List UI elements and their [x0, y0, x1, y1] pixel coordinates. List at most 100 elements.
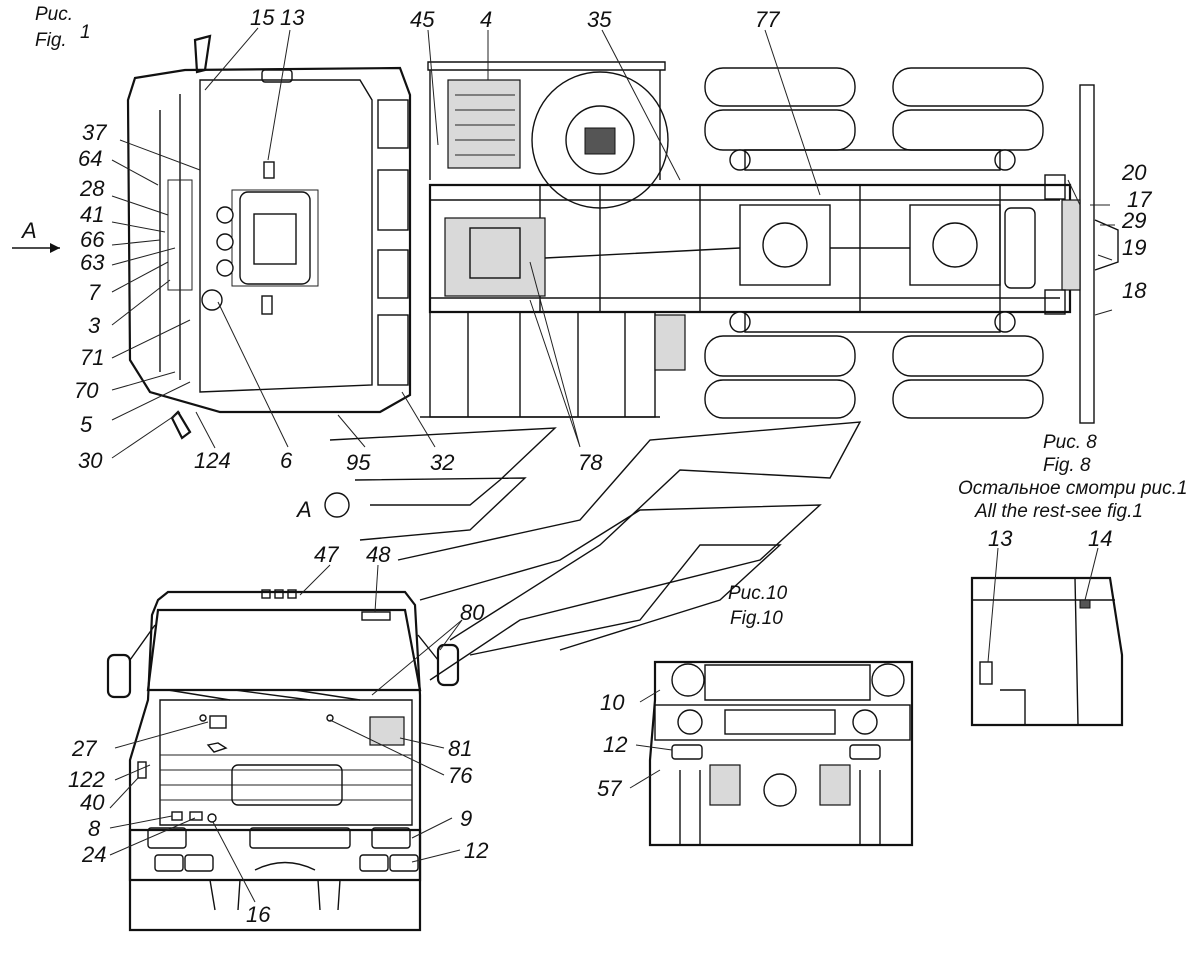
callout-9: 9: [460, 806, 472, 831]
fig8-cab-side: [970, 576, 1124, 727]
callout-71: 71: [80, 345, 104, 370]
leaders-front: [109, 564, 463, 903]
roof-lamp: [216, 206, 234, 224]
tow-hitch: [1094, 219, 1119, 271]
fig10-en: Fig.10: [730, 608, 783, 629]
fig1-num: 1: [80, 22, 91, 43]
step: [377, 249, 409, 299]
tank: [1004, 207, 1036, 289]
rear-axle-1: [739, 204, 831, 286]
fig10-outline: [648, 660, 914, 847]
fig8-label-13: [979, 661, 993, 685]
drive-shaft: [544, 247, 910, 259]
callouts-fig8: 13 14: [988, 526, 1112, 551]
callout-95: 95: [346, 450, 371, 475]
step: [377, 314, 409, 386]
fig1-en: Fig.: [35, 30, 67, 51]
fig8-en: Fig. 8: [1043, 455, 1091, 476]
fig8-label-14: [1079, 599, 1091, 609]
head-lamp-right: [371, 827, 411, 849]
roof-marker: [261, 295, 273, 315]
rear-wheels-top: [704, 67, 1044, 171]
fig8-outline: [970, 576, 1124, 727]
fig10-callout-10: 10: [600, 690, 625, 715]
callout-4: 4: [480, 7, 492, 32]
callouts-top: 15 13 45 4 35 77 37 64 28 41 66 63 7 3 7…: [74, 5, 1152, 475]
callout-45: 45: [410, 7, 435, 32]
label-27: [209, 715, 227, 729]
callout-20: 20: [1121, 160, 1147, 185]
callout-12: 12: [464, 838, 488, 863]
center-panel: [249, 827, 351, 849]
callout-3: 3: [88, 313, 101, 338]
callout-47: 47: [314, 542, 339, 567]
spare-wheel: [531, 71, 669, 209]
callout-78: 78: [578, 450, 603, 475]
fig10-hook-left: [709, 764, 741, 806]
gearbox: [444, 217, 546, 297]
callout-35: 35: [587, 7, 612, 32]
callout-76: 76: [448, 763, 473, 788]
callout-17: 17: [1127, 187, 1152, 212]
leaders-fig8: [987, 547, 1099, 663]
rear-wheels-bottom: [704, 311, 1044, 419]
callout-77: 77: [755, 7, 780, 32]
tool-box: [429, 311, 656, 418]
callout-13: 13: [280, 5, 305, 30]
fig10-front-detail: [648, 660, 914, 847]
roof-lamp: [216, 259, 234, 277]
callout-122: 122: [68, 767, 105, 792]
callouts-fig10: 10 12 57: [597, 690, 627, 801]
step: [377, 169, 409, 231]
front-view-truck: [106, 589, 460, 932]
grille-panel: [159, 699, 413, 826]
callout-64: 64: [78, 146, 102, 171]
callout-37: 37: [82, 120, 107, 145]
callout-28: 28: [79, 176, 105, 201]
rear-axle-2: [909, 204, 1001, 286]
fig8-callout-13: 13: [988, 526, 1013, 551]
callout-7: 7: [88, 280, 101, 305]
leaders-top: [111, 27, 1115, 459]
fig8-callout-14: 14: [1088, 526, 1112, 551]
callout-41: 41: [80, 202, 104, 227]
fig8-caption: Рис. 8 Fig. 8 Остальное смотри рис.1 All…: [958, 432, 1187, 522]
callout-6: 6: [280, 448, 293, 473]
rear-lamp-block: [1061, 199, 1081, 291]
fig10-ru: Рис.10: [728, 583, 788, 604]
top-view-truck: [126, 34, 412, 440]
brand-plate: [231, 764, 343, 806]
fig1-ru: Рис.: [35, 4, 73, 25]
view-a-marker: [12, 243, 350, 518]
marker-48: [361, 611, 391, 621]
fig10-caption: Рис.10 Fig.10: [728, 583, 788, 629]
label-81: [369, 716, 405, 746]
leader-bands: [329, 421, 862, 681]
callout-32: 32: [430, 450, 454, 475]
frame: [428, 183, 1072, 314]
lamp-8: [171, 811, 183, 821]
callout-48: 48: [366, 542, 391, 567]
front-mirror-left: [106, 653, 132, 699]
point-16: [207, 813, 217, 823]
emblem: [206, 742, 228, 753]
callout-40: 40: [80, 790, 105, 815]
fig10-callout-57: 57: [597, 776, 622, 801]
wipers: [167, 689, 361, 701]
callout-24: 24: [81, 842, 106, 867]
callout-70: 70: [74, 378, 99, 403]
callout-30: 30: [78, 448, 103, 473]
callout-5: 5: [80, 412, 93, 437]
mudguard-bar: [427, 61, 666, 71]
step: [377, 99, 409, 149]
callouts-front: 47 48 80 27 122 40 8 24 16 81 76 9 12: [68, 542, 488, 927]
rear-bumper: [1079, 84, 1095, 424]
front-bumper: [128, 828, 422, 882]
callout-81: 81: [448, 736, 472, 761]
leaders-fig10: [629, 689, 673, 789]
label-13: [263, 161, 275, 179]
fig8-ru: Рис. 8: [1043, 432, 1097, 453]
callout-15: 15: [250, 5, 275, 30]
